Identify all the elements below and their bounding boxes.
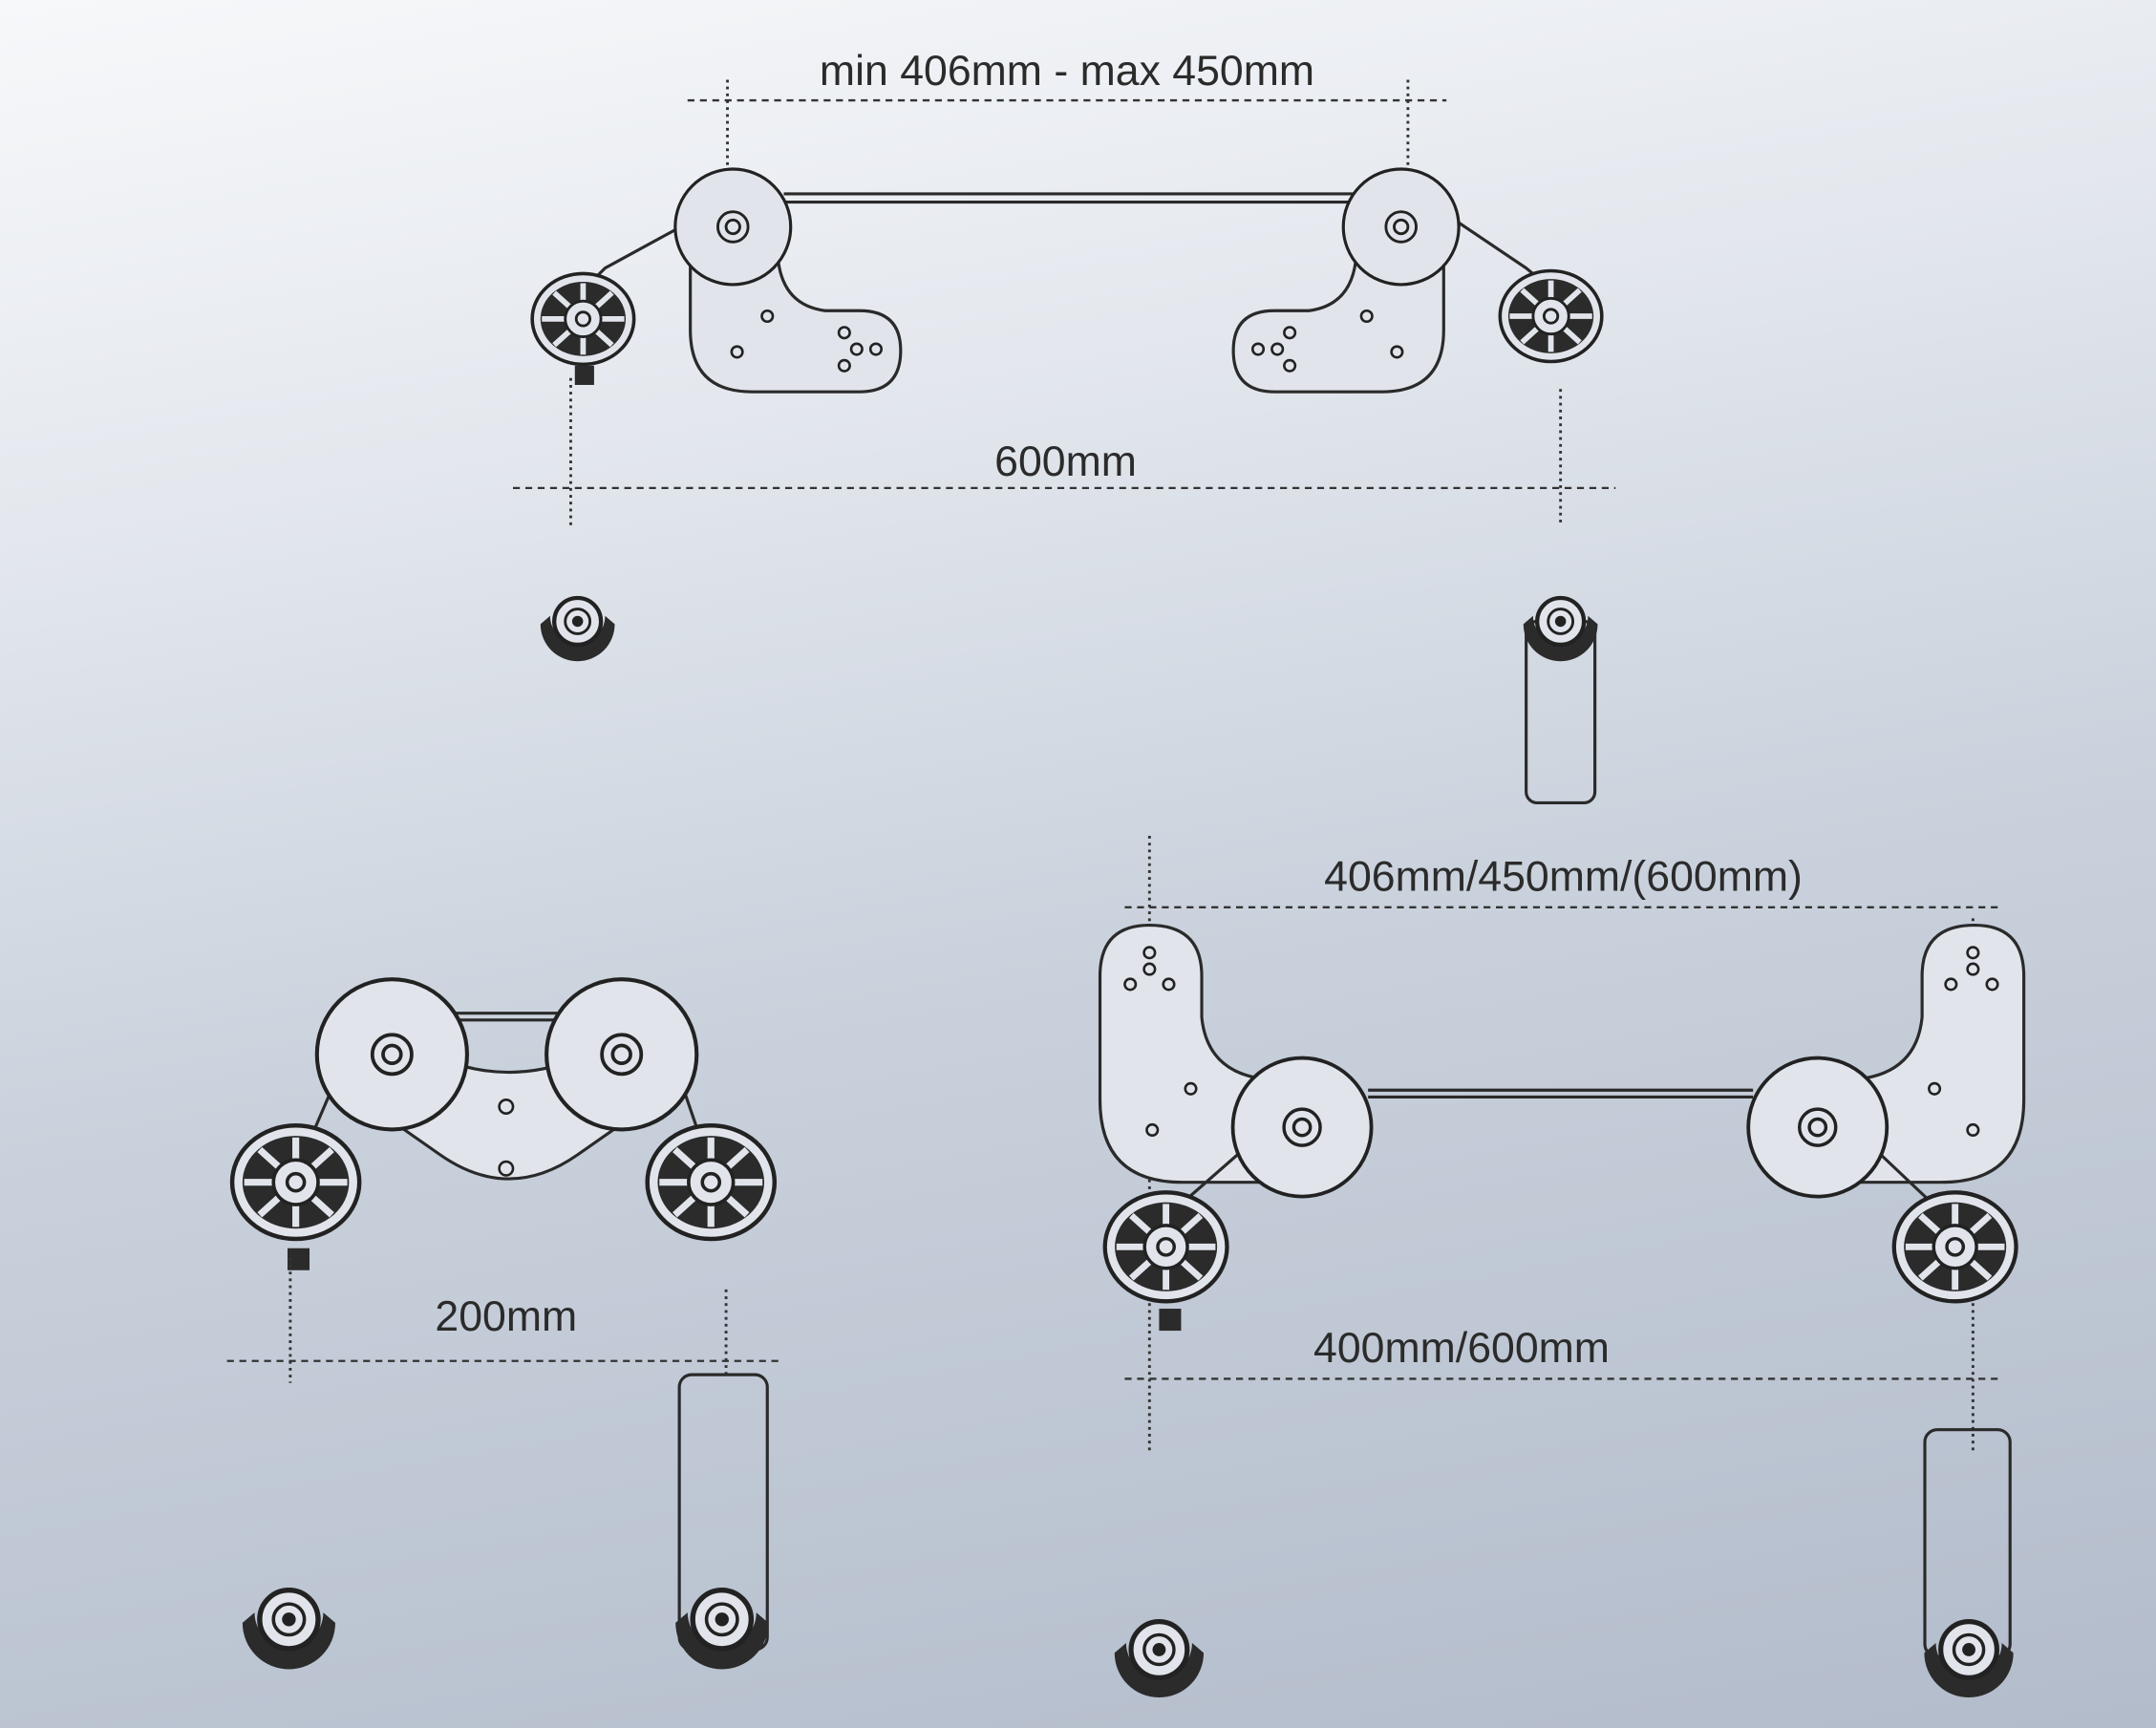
caster xyxy=(541,598,615,661)
lock-clip-icon xyxy=(287,1248,310,1270)
suction-wheel xyxy=(1894,1192,2017,1301)
compact-assembly: 200mm xyxy=(226,979,784,1670)
suction-wheel xyxy=(648,1125,775,1239)
wide-assembly: 406mm/450mm/(600mm) 400mm/600mm xyxy=(1098,835,2026,1697)
top-assembly: min 406mm - max 450mm 600mm xyxy=(513,48,1616,805)
mount-disc xyxy=(546,979,696,1129)
wide-mount-spacing-label: 406mm/450mm/(600mm) xyxy=(1324,854,1803,901)
suction-wheel xyxy=(1500,271,1601,362)
top-mount-spacing-label: min 406mm - max 450mm xyxy=(820,48,1314,95)
suction-wheel xyxy=(532,273,633,364)
mount-disc xyxy=(317,979,467,1129)
caster xyxy=(1115,1622,1204,1697)
caster xyxy=(675,1590,768,1670)
caster xyxy=(1524,598,1598,661)
wide-wheel-spacing-label: 400mm/600mm xyxy=(1313,1325,1610,1372)
caster xyxy=(243,1590,335,1670)
mount-disc xyxy=(673,167,793,287)
mount-disc xyxy=(1230,1056,1374,1199)
mount-disc xyxy=(1341,167,1461,287)
suction-wheel xyxy=(1105,1192,1227,1301)
lock-clip-icon xyxy=(1159,1309,1182,1332)
top-wheel-spacing-label: 600mm xyxy=(994,438,1137,485)
compact-wheel-spacing-label: 200mm xyxy=(435,1293,577,1340)
caster xyxy=(1924,1622,2013,1697)
lock-clip-icon xyxy=(574,365,594,385)
mount-disc xyxy=(1746,1056,1889,1199)
suction-wheel xyxy=(232,1125,359,1239)
